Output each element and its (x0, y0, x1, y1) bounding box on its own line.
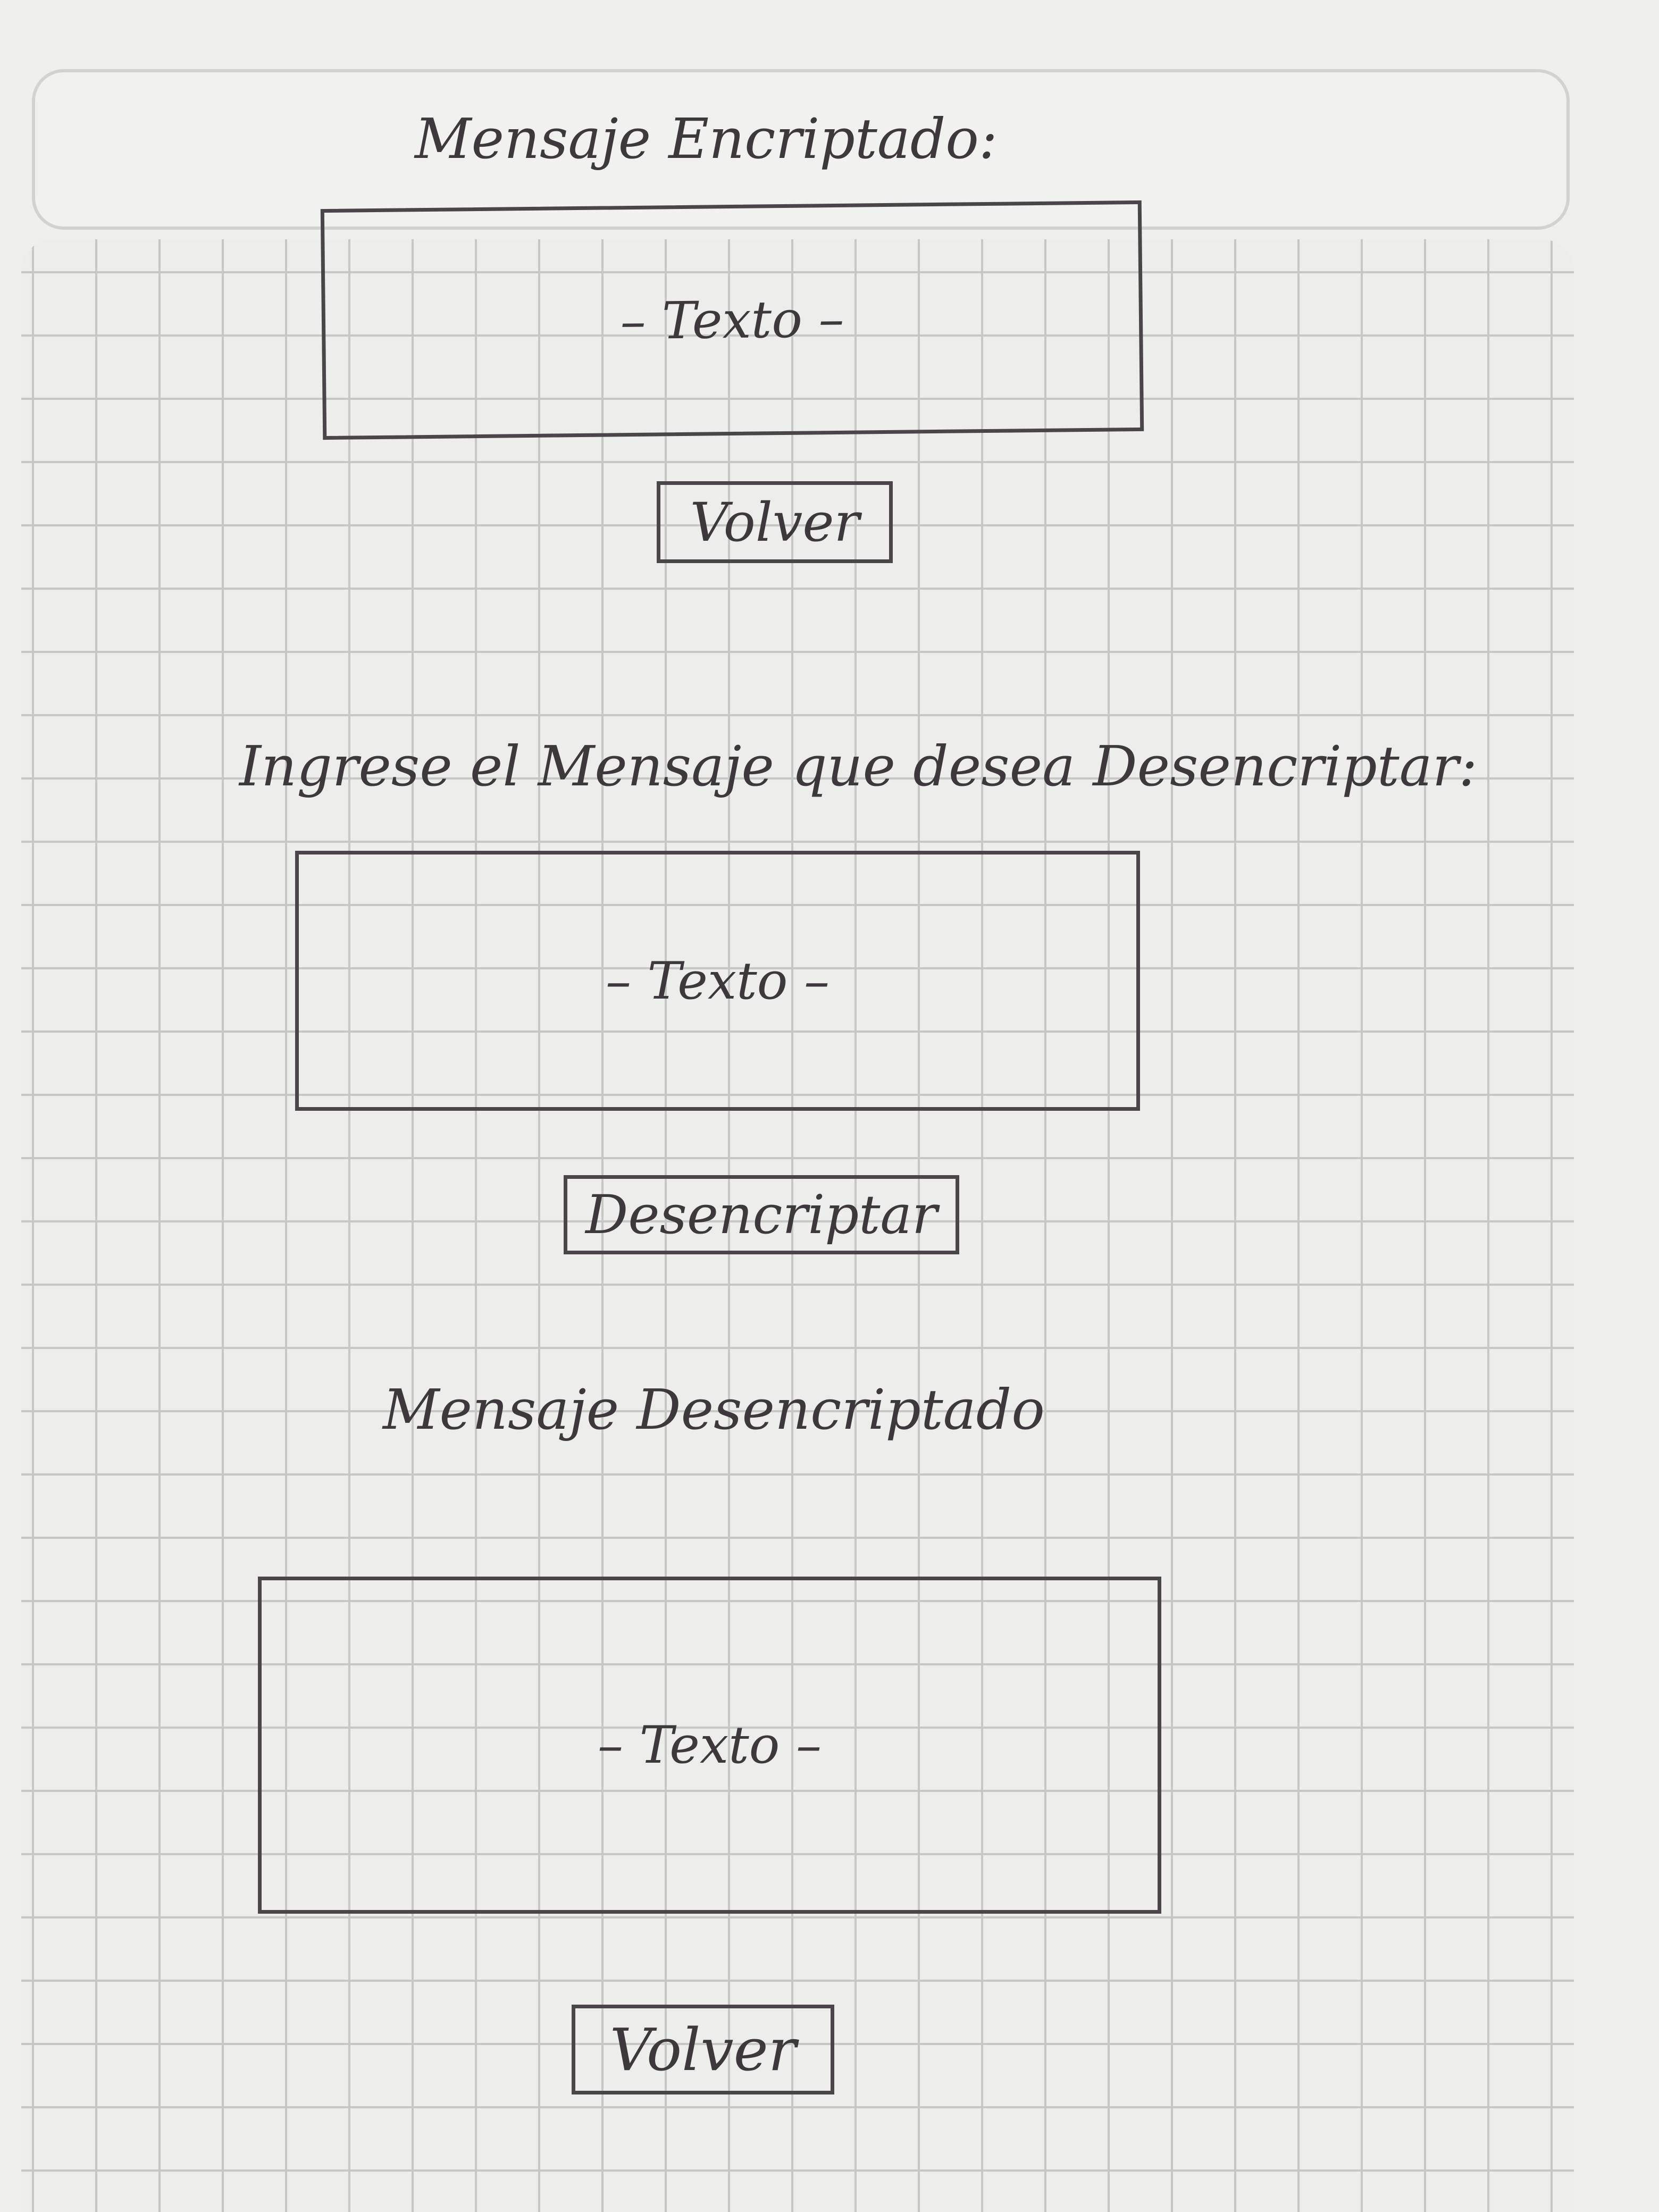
notebook-header-strip (32, 69, 1570, 230)
back-button-bottom[interactable]: Volver (572, 2005, 834, 2094)
decrypted-message-label: Mensaje Desencriptado (383, 1377, 1045, 1442)
back-button[interactable]: Volver (657, 481, 893, 563)
decrypt-input-label: Ingrese el Mensaje que desea Desencripta… (239, 734, 1478, 799)
decrypt-input-textbox[interactable]: – Texto – (295, 851, 1140, 1111)
decrypt-button[interactable]: Desencriptar (564, 1175, 959, 1254)
input-text-placeholder: – Texto – (606, 951, 830, 1011)
encrypted-text-placeholder: – Texto – (619, 289, 845, 351)
decrypted-message-textbox[interactable]: – Texto – (258, 1577, 1161, 1914)
decrypted-text-placeholder: – Texto – (598, 1715, 822, 1775)
encrypted-message-textbox[interactable]: – Texto – (320, 200, 1144, 440)
encrypted-message-label: Mensaje Encriptado: (415, 106, 998, 171)
notebook-grid (21, 239, 1574, 2212)
